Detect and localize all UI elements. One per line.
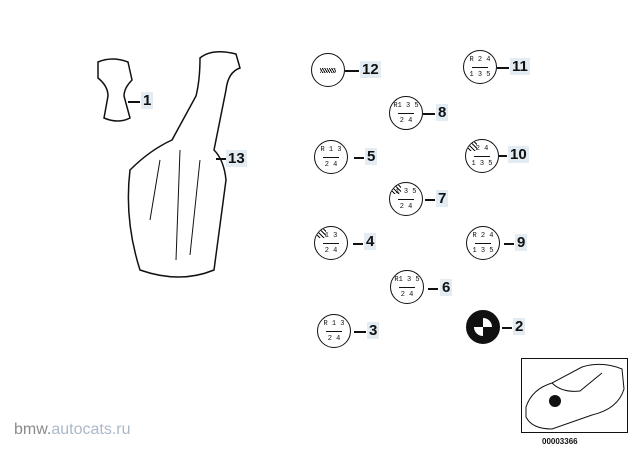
knob-bottom-text: 2 4 (324, 161, 338, 169)
vehicle-location-inset (521, 358, 628, 433)
knob-top-text: R1 3 5 (393, 102, 419, 110)
knob-bottom-text: 2 4 (399, 117, 413, 125)
m-emblem-knob-12[interactable] (311, 53, 345, 87)
bmw-logo-emblem-2[interactable] (466, 310, 500, 344)
knob-top-text: 1 3 5 (395, 188, 417, 196)
callout-6[interactable]: 6 (440, 279, 453, 296)
callout-13[interactable]: 13 (226, 150, 247, 167)
knob-top-text: 2 4 (475, 145, 489, 153)
knob-bottom-text: 2 4 (327, 335, 341, 343)
shift-knob-part-1[interactable] (97, 58, 133, 122)
bmw-roundel-icon (474, 318, 492, 336)
callout-12[interactable]: 12 (360, 61, 381, 78)
gear-pattern-knob-8[interactable]: R1 3 5 2 4 (389, 96, 423, 130)
knob-bottom-text: 1 3 5 (469, 71, 491, 79)
gear-pattern-knob-4[interactable]: 1 3 2 4 (314, 226, 348, 260)
callout-1[interactable]: 1 (141, 92, 154, 109)
callout-2[interactable]: 2 (513, 318, 526, 335)
shift-boot-part-13[interactable] (127, 51, 241, 278)
callout-3[interactable]: 3 (367, 322, 380, 339)
knob-top-text: R 2 4 (472, 232, 494, 240)
knob-bottom-text: 1 3 5 (471, 160, 493, 168)
knob-bottom-text: 1 3 5 (472, 247, 494, 255)
watermark-domain: autocats.ru (51, 421, 131, 438)
watermark: bmw.autocats.ru (14, 421, 131, 439)
knob-top-text: R 1 3 (320, 146, 342, 154)
callout-10[interactable]: 10 (508, 146, 529, 163)
gear-pattern-knob-9[interactable]: R 2 4 1 3 5 (466, 226, 500, 260)
gear-pattern-knob-5[interactable]: R 1 3 2 4 (314, 140, 348, 174)
knob-top-text: 1 3 (324, 232, 338, 240)
gear-pattern-knob-10[interactable]: 2 4 1 3 5 (465, 139, 499, 173)
gear-pattern-knob-7[interactable]: 1 3 5 2 4 (389, 182, 423, 216)
knob-top-text: R 2 4 (469, 56, 491, 64)
callout-5[interactable]: 5 (365, 148, 378, 165)
callout-7[interactable]: 7 (436, 190, 449, 207)
knob-top-text: R1 3 5 (394, 276, 420, 284)
callout-4[interactable]: 4 (364, 233, 377, 250)
knob-top-text: R 1 3 (323, 320, 345, 328)
diagram-code: 00003366 (542, 437, 578, 446)
knob-bottom-text: 2 4 (399, 203, 413, 211)
callout-11[interactable]: 11 (510, 58, 530, 75)
gear-pattern-knob-11[interactable]: R 2 4 1 3 5 (463, 50, 497, 84)
watermark-prefix: bmw. (14, 421, 52, 438)
knob-bottom-text: 2 4 (324, 247, 338, 255)
gear-pattern-knob-3[interactable]: R 1 3 2 4 (317, 314, 351, 348)
gear-pattern-knob-6[interactable]: R1 3 5 2 4 (390, 270, 424, 304)
callout-8[interactable]: 8 (436, 104, 449, 121)
car-outline-icon (525, 363, 625, 430)
knob-bottom-text: 2 4 (400, 291, 414, 299)
callout-9[interactable]: 9 (515, 234, 528, 251)
